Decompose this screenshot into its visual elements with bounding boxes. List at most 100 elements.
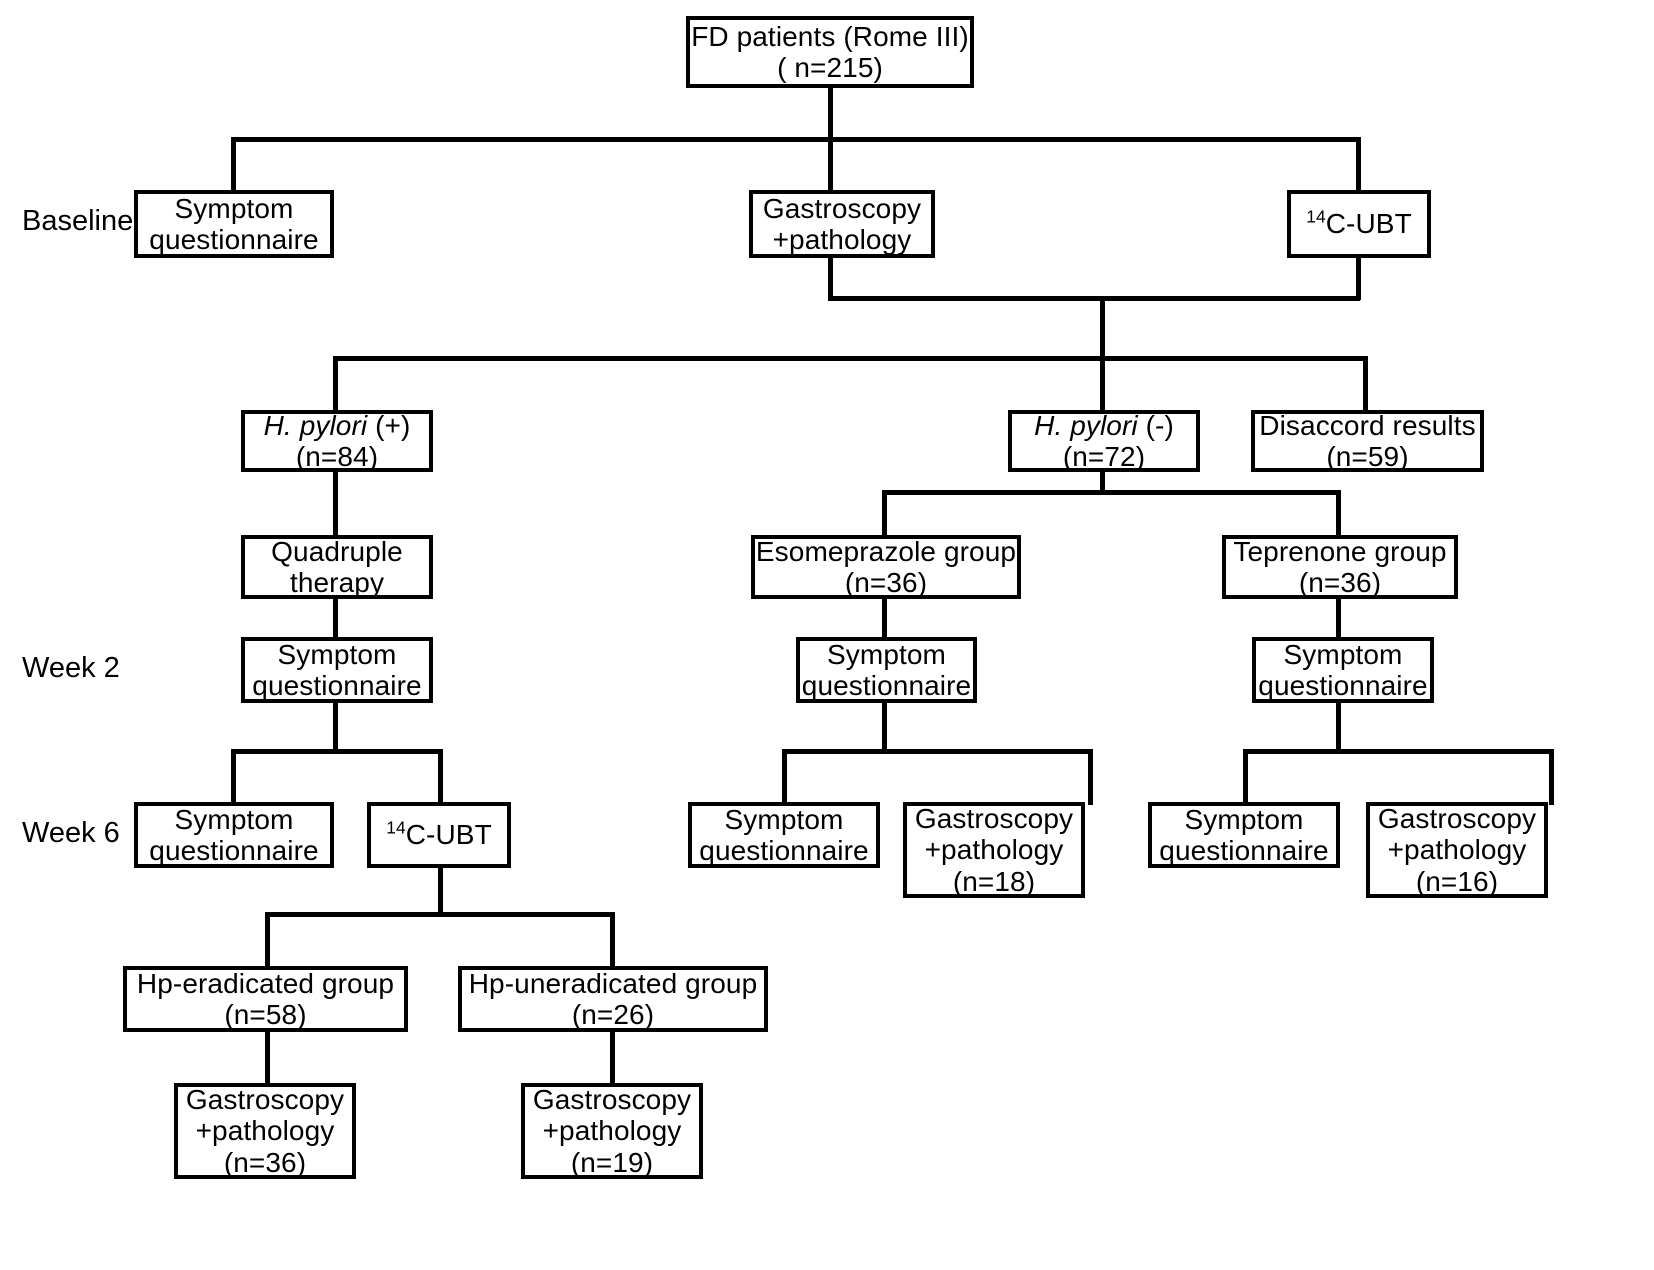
node-line-1: Gastroscopy <box>185 1083 345 1115</box>
node-line-2: questionnaire <box>149 224 319 255</box>
hp-italic: H. pylori <box>1034 409 1138 441</box>
connector-hpneg-down <box>1100 470 1105 492</box>
node-line-3: (n=18) <box>952 865 1036 897</box>
connector-week2left-down <box>333 701 338 751</box>
node-line-2: +pathology <box>772 224 912 255</box>
node-line-1: 14C-UBT <box>1306 208 1412 239</box>
node-hp-negative[interactable]: H. pylori (-) (n=72) <box>1008 410 1200 472</box>
connector-to-week6-gastro-right <box>1549 749 1554 805</box>
node-line-1: Symptom <box>277 638 397 670</box>
node-week6-symptom-left[interactable]: Symptom questionnaire <box>134 802 334 868</box>
node-line-1: Gastroscopy <box>1377 802 1537 834</box>
connector-gastroscopy-down <box>828 256 833 300</box>
ubt-superscript: 14 <box>1306 206 1326 227</box>
stage-label-week6: Week 6 <box>22 817 120 849</box>
node-baseline-gastroscopy-pathology[interactable]: Gastroscopy +pathology <box>749 190 935 258</box>
ubt-rest: C-UBT <box>405 819 492 851</box>
node-week6-ubt[interactable]: 14C-UBT <box>367 802 511 868</box>
connector-uneradicated-to-gastro <box>610 1030 615 1085</box>
connector-to-hp-eradicated <box>265 912 270 968</box>
node-line-2: (n=26) <box>571 999 655 1030</box>
node-line-1: Quadruple <box>271 535 403 567</box>
node-line-2: (n=72) <box>1062 441 1146 472</box>
node-line-2: therapy <box>289 567 385 598</box>
node-line-2: +pathology <box>195 1115 335 1147</box>
node-line-2: +pathology <box>542 1115 682 1147</box>
connector-quadruple-to-week2 <box>333 597 338 640</box>
connector-ubt-down-2 <box>438 866 443 914</box>
stage-label-week2: Week 2 <box>22 652 120 684</box>
node-line-1: Hp-uneradicated group <box>468 967 758 999</box>
node-line-1: Symptom <box>724 803 844 835</box>
node-baseline-ubt[interactable]: 14C-UBT <box>1287 190 1431 258</box>
node-teprenone-group[interactable]: Teprenone group (n=36) <box>1222 535 1458 599</box>
node-line-3: (n=36) <box>223 1146 307 1178</box>
node-line-2: questionnaire <box>149 835 319 866</box>
connector-to-hp-positive <box>333 356 338 412</box>
connector-to-esomeprazole <box>882 490 887 538</box>
node-baseline-symptom-questionnaire[interactable]: Symptom questionnaire <box>134 190 334 258</box>
connector-root-down <box>828 88 833 140</box>
connector-merge-down <box>1100 296 1105 360</box>
node-hp-uneradicated-group[interactable]: Hp-uneradicated group (n=26) <box>458 966 768 1032</box>
node-line-2: +pathology <box>1387 834 1527 866</box>
connector-esomeprazole-to-week2 <box>882 597 887 640</box>
node-esomeprazole-group[interactable]: Esomeprazole group (n=36) <box>751 535 1021 599</box>
node-line-1: Teprenone group <box>1233 535 1447 567</box>
connector-week6-mid-bus <box>782 749 1092 754</box>
node-line-2: (n=58) <box>224 999 307 1030</box>
node-line-1: Gastroscopy <box>914 802 1074 834</box>
connector-baseline-to-ubt <box>1356 137 1361 192</box>
connector-baseline-to-symptom <box>231 137 236 192</box>
ubt-superscript: 14 <box>386 817 406 838</box>
node-week2-symptom-left[interactable]: Symptom questionnaire <box>241 637 433 703</box>
node-line-1: H. pylori (+) <box>264 410 411 441</box>
hp-sign: (-) <box>1137 409 1174 441</box>
node-week2-symptom-right[interactable]: Symptom questionnaire <box>1252 637 1434 703</box>
node-final-gastro-left[interactable]: Gastroscopy +pathology (n=36) <box>174 1083 356 1179</box>
node-line-2: (n=36) <box>844 567 928 598</box>
connector-baseline-to-gastroscopy <box>828 137 833 192</box>
ubt-rest: C-UBT <box>1325 208 1412 240</box>
node-week6-symptom-right[interactable]: Symptom questionnaire <box>1148 802 1340 868</box>
node-line-1: Symptom <box>174 803 294 835</box>
node-line-1: Disaccord results <box>1259 409 1476 441</box>
node-line-1: Symptom <box>1283 638 1403 670</box>
connector-week2mid-down <box>882 701 887 751</box>
node-week6-gastro-right[interactable]: Gastroscopy +pathology (n=16) <box>1366 802 1548 898</box>
node-line-1: Symptom <box>827 638 946 670</box>
node-line-1: Esomeprazole group <box>755 535 1017 567</box>
node-line-2: questionnaire <box>252 670 422 701</box>
connector-to-teprenone <box>1336 490 1341 538</box>
node-line-2: questionnaire <box>1159 835 1329 866</box>
node-hp-positive[interactable]: H. pylori (+) (n=84) <box>241 410 433 472</box>
node-hp-eradicated-group[interactable]: Hp-eradicated group (n=58) <box>123 966 408 1032</box>
node-line-3: (n=19) <box>570 1146 654 1178</box>
connector-week2right-down <box>1336 701 1341 751</box>
node-line-2: questionnaire <box>801 670 972 701</box>
node-line-2: (n=36) <box>1298 567 1382 598</box>
node-line-1: Symptom <box>174 192 294 224</box>
node-week6-symptom-mid[interactable]: Symptom questionnaire <box>688 802 880 868</box>
node-disaccord-results[interactable]: Disaccord results (n=59) <box>1251 410 1484 472</box>
node-week6-gastro-mid[interactable]: Gastroscopy +pathology (n=18) <box>903 802 1085 898</box>
connector-baseline-bus <box>231 137 1361 142</box>
node-quadruple-therapy[interactable]: Quadruple therapy <box>241 535 433 599</box>
connector-eradicated-to-gastro <box>265 1030 270 1085</box>
node-week2-symptom-mid[interactable]: Symptom questionnaire <box>796 637 977 703</box>
connector-to-week6-symptom-right <box>1243 749 1248 805</box>
hp-sign: (+) <box>367 409 411 441</box>
node-line-2: (n=59) <box>1326 441 1409 472</box>
connector-teprenone-to-week2 <box>1336 597 1341 640</box>
node-line-1: Hp-eradicated group <box>136 967 395 999</box>
connector-to-week6-gastro-mid <box>1088 749 1093 805</box>
node-line-1: 14C-UBT <box>386 819 492 850</box>
connector-to-disaccord <box>1363 356 1368 412</box>
connector-eradication-bus <box>265 912 613 917</box>
node-final-gastro-right[interactable]: Gastroscopy +pathology (n=19) <box>521 1083 703 1179</box>
hp-italic: H. pylori <box>263 409 368 441</box>
node-line-2: questionnaire <box>1258 670 1428 701</box>
node-root[interactable]: FD patients (Rome III) ( n=215) <box>686 16 974 88</box>
node-line-2: +pathology <box>924 834 1064 866</box>
